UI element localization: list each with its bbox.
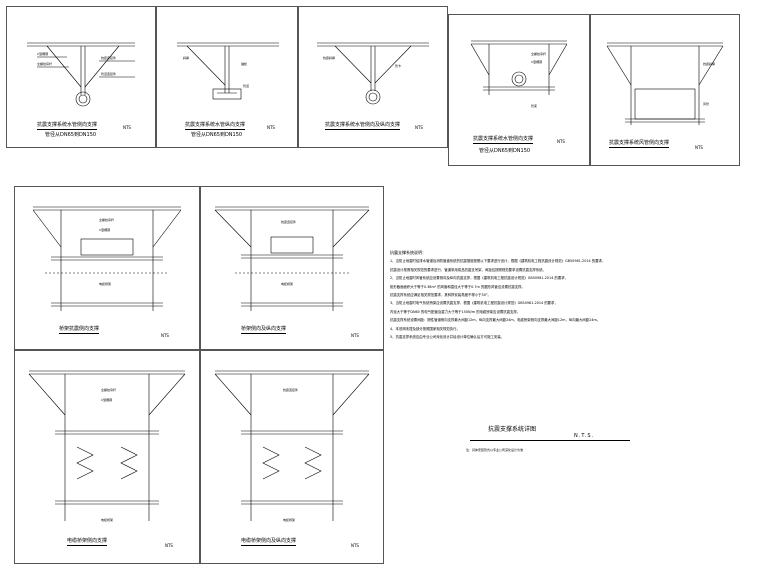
panel-nts: NTS [351,333,359,338]
note-line: 抗震设计按照相关规范的要求进行，管道采用成品抗震支吊架，间距应按照规范要求设置抗… [390,267,546,272]
svg-text:抗震连接件: 抗震连接件 [283,387,298,392]
detail-panel-3: 抗震斜撑管卡 抗震支撑系统水管侧向及纵向支撑 NTS [298,6,448,148]
pipe-lateral-brace-drawing-4: 全螺纹吊杆 C型槽钢 管束 [470,40,568,108]
svg-text:管道连接件: 管道连接件 [101,71,116,76]
svg-text:C型槽钢: C型槽钢 [99,227,110,232]
detail-panel-6: 全螺纹吊杆 C型槽钢电缆桥架 桥架抗震侧向支撑 NTS [14,186,200,350]
svg-text:电缆桥架: 电缆桥架 [283,517,295,522]
panel-title: 桥架抗震侧向支撑 [59,326,100,334]
svg-text:电缆桥架: 电缆桥架 [281,281,293,286]
panel-nts: NTS [165,543,173,548]
note-line: 3、当防止地震时电气系统桥架应设置抗震支撑，根据《建筑机电工程抗震设计规范》GB… [390,301,558,306]
panel-title: 抗震支撑系统水管侧向及纵向支撑 [325,122,401,130]
note-line: 4、本说明未提及部分按照国家相关规范执行。 [390,326,460,331]
svg-text:抗震斜撑: 抗震斜撑 [703,61,715,66]
notes-heading: 抗震支撑系统说明： [390,250,426,255]
detail-panel-1: C型槽钢全螺纹吊杆 抗震连接件管道连接件 抗震支撑系统水管侧向支撑 NTS 管径… [6,6,156,148]
panel-nts: NTS [351,543,359,548]
svg-text:C型槽钢: C型槽钢 [101,397,112,402]
svg-text:抗震连接件: 抗震连接件 [101,55,116,60]
svg-text:抗震斜撑: 抗震斜撑 [323,55,335,60]
svg-text:管卡: 管卡 [395,63,401,68]
footnote: 注：具体安装形式以专业公司深化设计为准 [466,448,524,452]
panel-subtitle: 管径从DN65到DN150 [191,132,243,138]
note-line: 5、抗震支撑系统应由专业公司深化设计并经设计单位确认后方可施工安装。 [390,335,505,340]
svg-text:锚栓: 锚栓 [241,61,247,66]
panel-nts: NTS [123,125,131,130]
panel-subtitle: 管径从DN65到DN150 [479,148,531,154]
svg-text:C型槽钢: C型槽钢 [37,51,48,56]
svg-text:全螺纹吊杆: 全螺纹吊杆 [101,387,116,392]
detail-panel-8: 全螺纹吊杆 C型槽钢电缆桥架 电缆桥架侧向支撑 NTS [14,350,200,564]
svg-text:电缆桥架: 电缆桥架 [101,517,113,522]
panel-nts: NTS [695,145,703,150]
panel-title: 桥架侧向及纵向支撑 [241,326,287,334]
panel-title: 电缆桥架侧向及纵向支撑 [241,538,297,546]
detail-panel-9: 抗震连接件电缆桥架 电缆桥架侧向及纵向支撑 NTS [200,350,384,564]
note-line: 矩形截面面积大于等于0.38m² 的风管和直径大于等于0.7m 的圆形风管应设置… [390,284,525,289]
detail-panel-7: 抗震连接件电缆桥架 桥架侧向及纵向支撑 NTS [200,186,384,350]
panel-nts: NTS [415,125,423,130]
panel-title: 抗震支撑系统水管纵向支撑 [185,122,246,130]
note-line: 1、当防止地震时给排水管道及消防管道系统的抗震措施按照以下要求进行设计，根据《建… [390,259,606,264]
title-underline [470,440,630,441]
svg-text:电缆桥架: 电缆桥架 [99,281,111,286]
panel-subtitle: 管径从DN65到DN150 [45,132,97,138]
design-notes: 抗震支撑系统说明： 1、当防止地震时给排水管道及消防管道系统的抗震措施按照以下要… [390,250,760,343]
svg-text:风管: 风管 [703,101,709,106]
panel-nts: NTS [161,333,169,338]
svg-text:斜撑: 斜撑 [183,55,189,60]
panel-title: 抗震支撑系统风管侧向支撑 [609,140,670,148]
detail-panel-2: 斜撑锚栓管道 抗震支撑系统水管纵向支撑 NTS 管径从DN65到DN150 [156,6,298,148]
note-line: 抗震支撑系统应满足相关规范要求，其斜撑安装角度不得小于30°。 [390,293,491,298]
svg-text:C型槽钢: C型槽钢 [531,59,542,64]
svg-text:全螺纹吊杆: 全螺纹吊杆 [531,51,546,56]
svg-text:管道: 管道 [243,83,249,88]
panel-title: 抗震支撑系统水管侧向支撑 [37,122,98,130]
sheet-title: 抗震支撑系统详图 [488,426,537,433]
svg-text:全螺纹吊杆: 全螺纹吊杆 [99,217,114,222]
panel-title: 抗震支撑系统水管侧向支撑 [473,136,534,144]
svg-text:全螺纹吊杆: 全螺纹吊杆 [37,61,52,66]
detail-panel-5: 抗震斜撑风管 抗震支撑系统风管侧向支撑 NTS [590,14,740,166]
note-line: 抗震支撑系统设置间距：刚性管道侧向支撑最大间距12m，纵向支撑最大间距24m，电… [390,318,601,323]
panel-nts: NTS [557,139,565,144]
panel-nts: NTS [267,125,275,130]
sheet-scale: N.T.S. [574,433,595,439]
svg-text:管束: 管束 [531,103,537,108]
note-line: 2、当防止地震时风管系统应设置侧向及纵向抗震支撑，根据《建筑机电工程抗震设计规范… [390,276,569,281]
svg-text:抗震连接件: 抗震连接件 [281,219,296,224]
note-line: 内径大于等于DN60 的电气配管及重力大于等于150N/m 的电缆桥架应设置抗震… [390,309,521,314]
detail-panel-4: 全螺纹吊杆 C型槽钢 管束 抗震支撑系统水管侧向支撑 NTS 管径从DN65到DN… [448,14,590,166]
panel-title: 电缆桥架侧向支撑 [67,538,108,546]
